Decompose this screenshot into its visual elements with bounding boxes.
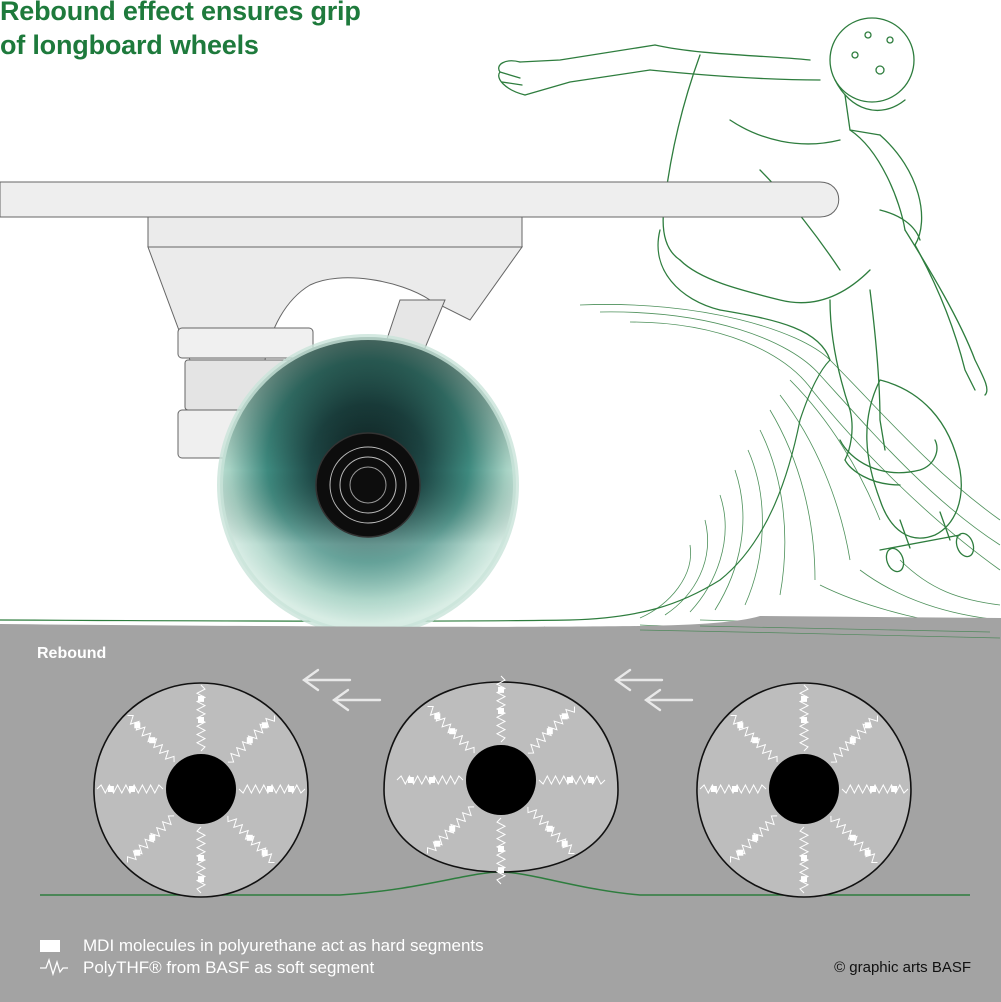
hard-segment-block — [288, 786, 295, 792]
hard-segment-block — [198, 876, 204, 883]
motion-arrows-icon — [301, 668, 694, 712]
wheel-hub — [466, 745, 536, 815]
credit: © graphic arts BASF — [834, 959, 971, 976]
legend-hard-segment-text: MDI molecules in polyurethane act as har… — [83, 936, 484, 955]
ramp-hatching — [579, 304, 1001, 639]
hard-segment-block — [261, 722, 268, 729]
hard-segment-block — [134, 722, 141, 729]
hard-segment-block — [864, 722, 871, 729]
rebound-label: Rebound — [37, 645, 107, 662]
hard-segment-block — [561, 713, 568, 720]
hard-segment-block — [107, 786, 114, 792]
hard-segment-block — [198, 717, 204, 723]
page-title: Rebound effect ensures grip of longboard… — [0, 0, 361, 62]
ground-line — [0, 359, 831, 622]
hard-segment-block — [449, 825, 456, 832]
hard-segment-block — [498, 686, 504, 693]
helmet — [829, 17, 915, 103]
hard-segment-block — [710, 786, 717, 792]
hard-segment-block — [801, 695, 807, 702]
hard-segment-block — [198, 855, 204, 861]
hard-segment-block — [267, 786, 273, 792]
hard-segment-block — [129, 786, 135, 792]
hard-segment-block — [434, 840, 441, 847]
hard-segment-block — [849, 834, 856, 841]
hard-segment-block — [246, 834, 253, 841]
sketch-board — [866, 379, 962, 539]
hard-segment-block — [849, 737, 856, 744]
hard-segment-block — [246, 737, 253, 744]
hard-segment-icon — [40, 940, 60, 952]
wheel-hub — [166, 754, 236, 824]
hard-segment-block — [732, 786, 738, 792]
hard-segment-block — [546, 728, 553, 735]
wheel-bearing — [315, 432, 421, 538]
hard-segment-block — [801, 717, 807, 723]
hard-segment-block — [498, 708, 504, 714]
longboard-wheel — [217, 334, 519, 636]
hard-segment-block — [561, 840, 568, 847]
hard-segment-block — [498, 846, 504, 852]
title-line-2: of longboard wheels — [0, 30, 259, 60]
molecule-wheel-3 — [696, 682, 912, 898]
hard-segment-block — [801, 855, 807, 861]
molecule-wheel-1 — [93, 682, 309, 898]
board-deck — [0, 181, 840, 218]
wheel-hub — [769, 754, 839, 824]
legend-soft-segment-text: PolyTHF® from BASF as soft segment — [83, 958, 375, 977]
hard-segment-block — [149, 737, 156, 744]
title-line-1: Rebound effect ensures grip — [0, 0, 361, 26]
hard-segment-block — [546, 825, 553, 832]
hard-segment-block — [434, 713, 441, 720]
hard-segment-block — [801, 876, 807, 883]
molecular-wheels — [93, 675, 912, 898]
hard-segment-block — [567, 777, 573, 783]
hard-segment-block — [864, 849, 871, 856]
hard-segment-block — [752, 737, 759, 744]
hard-segment-block — [149, 834, 156, 841]
hard-segment-block — [588, 777, 595, 783]
hard-segment-block — [498, 867, 504, 874]
hard-segment-block — [891, 786, 898, 792]
hard-segment-block — [737, 849, 744, 856]
hard-segment-block — [198, 695, 204, 702]
hard-segment-block — [737, 722, 744, 729]
hard-segment-block — [870, 786, 876, 792]
spring-icon — [40, 957, 68, 977]
hard-segment-block — [134, 849, 141, 856]
skater-sketch — [498, 17, 988, 573]
hard-segment-block — [261, 849, 268, 856]
hard-segment-block — [752, 834, 759, 841]
molecule-wheel-2 — [383, 675, 619, 885]
hard-segment-block — [449, 728, 456, 735]
hard-segment-block — [429, 777, 435, 783]
hard-segment-block — [407, 777, 414, 783]
